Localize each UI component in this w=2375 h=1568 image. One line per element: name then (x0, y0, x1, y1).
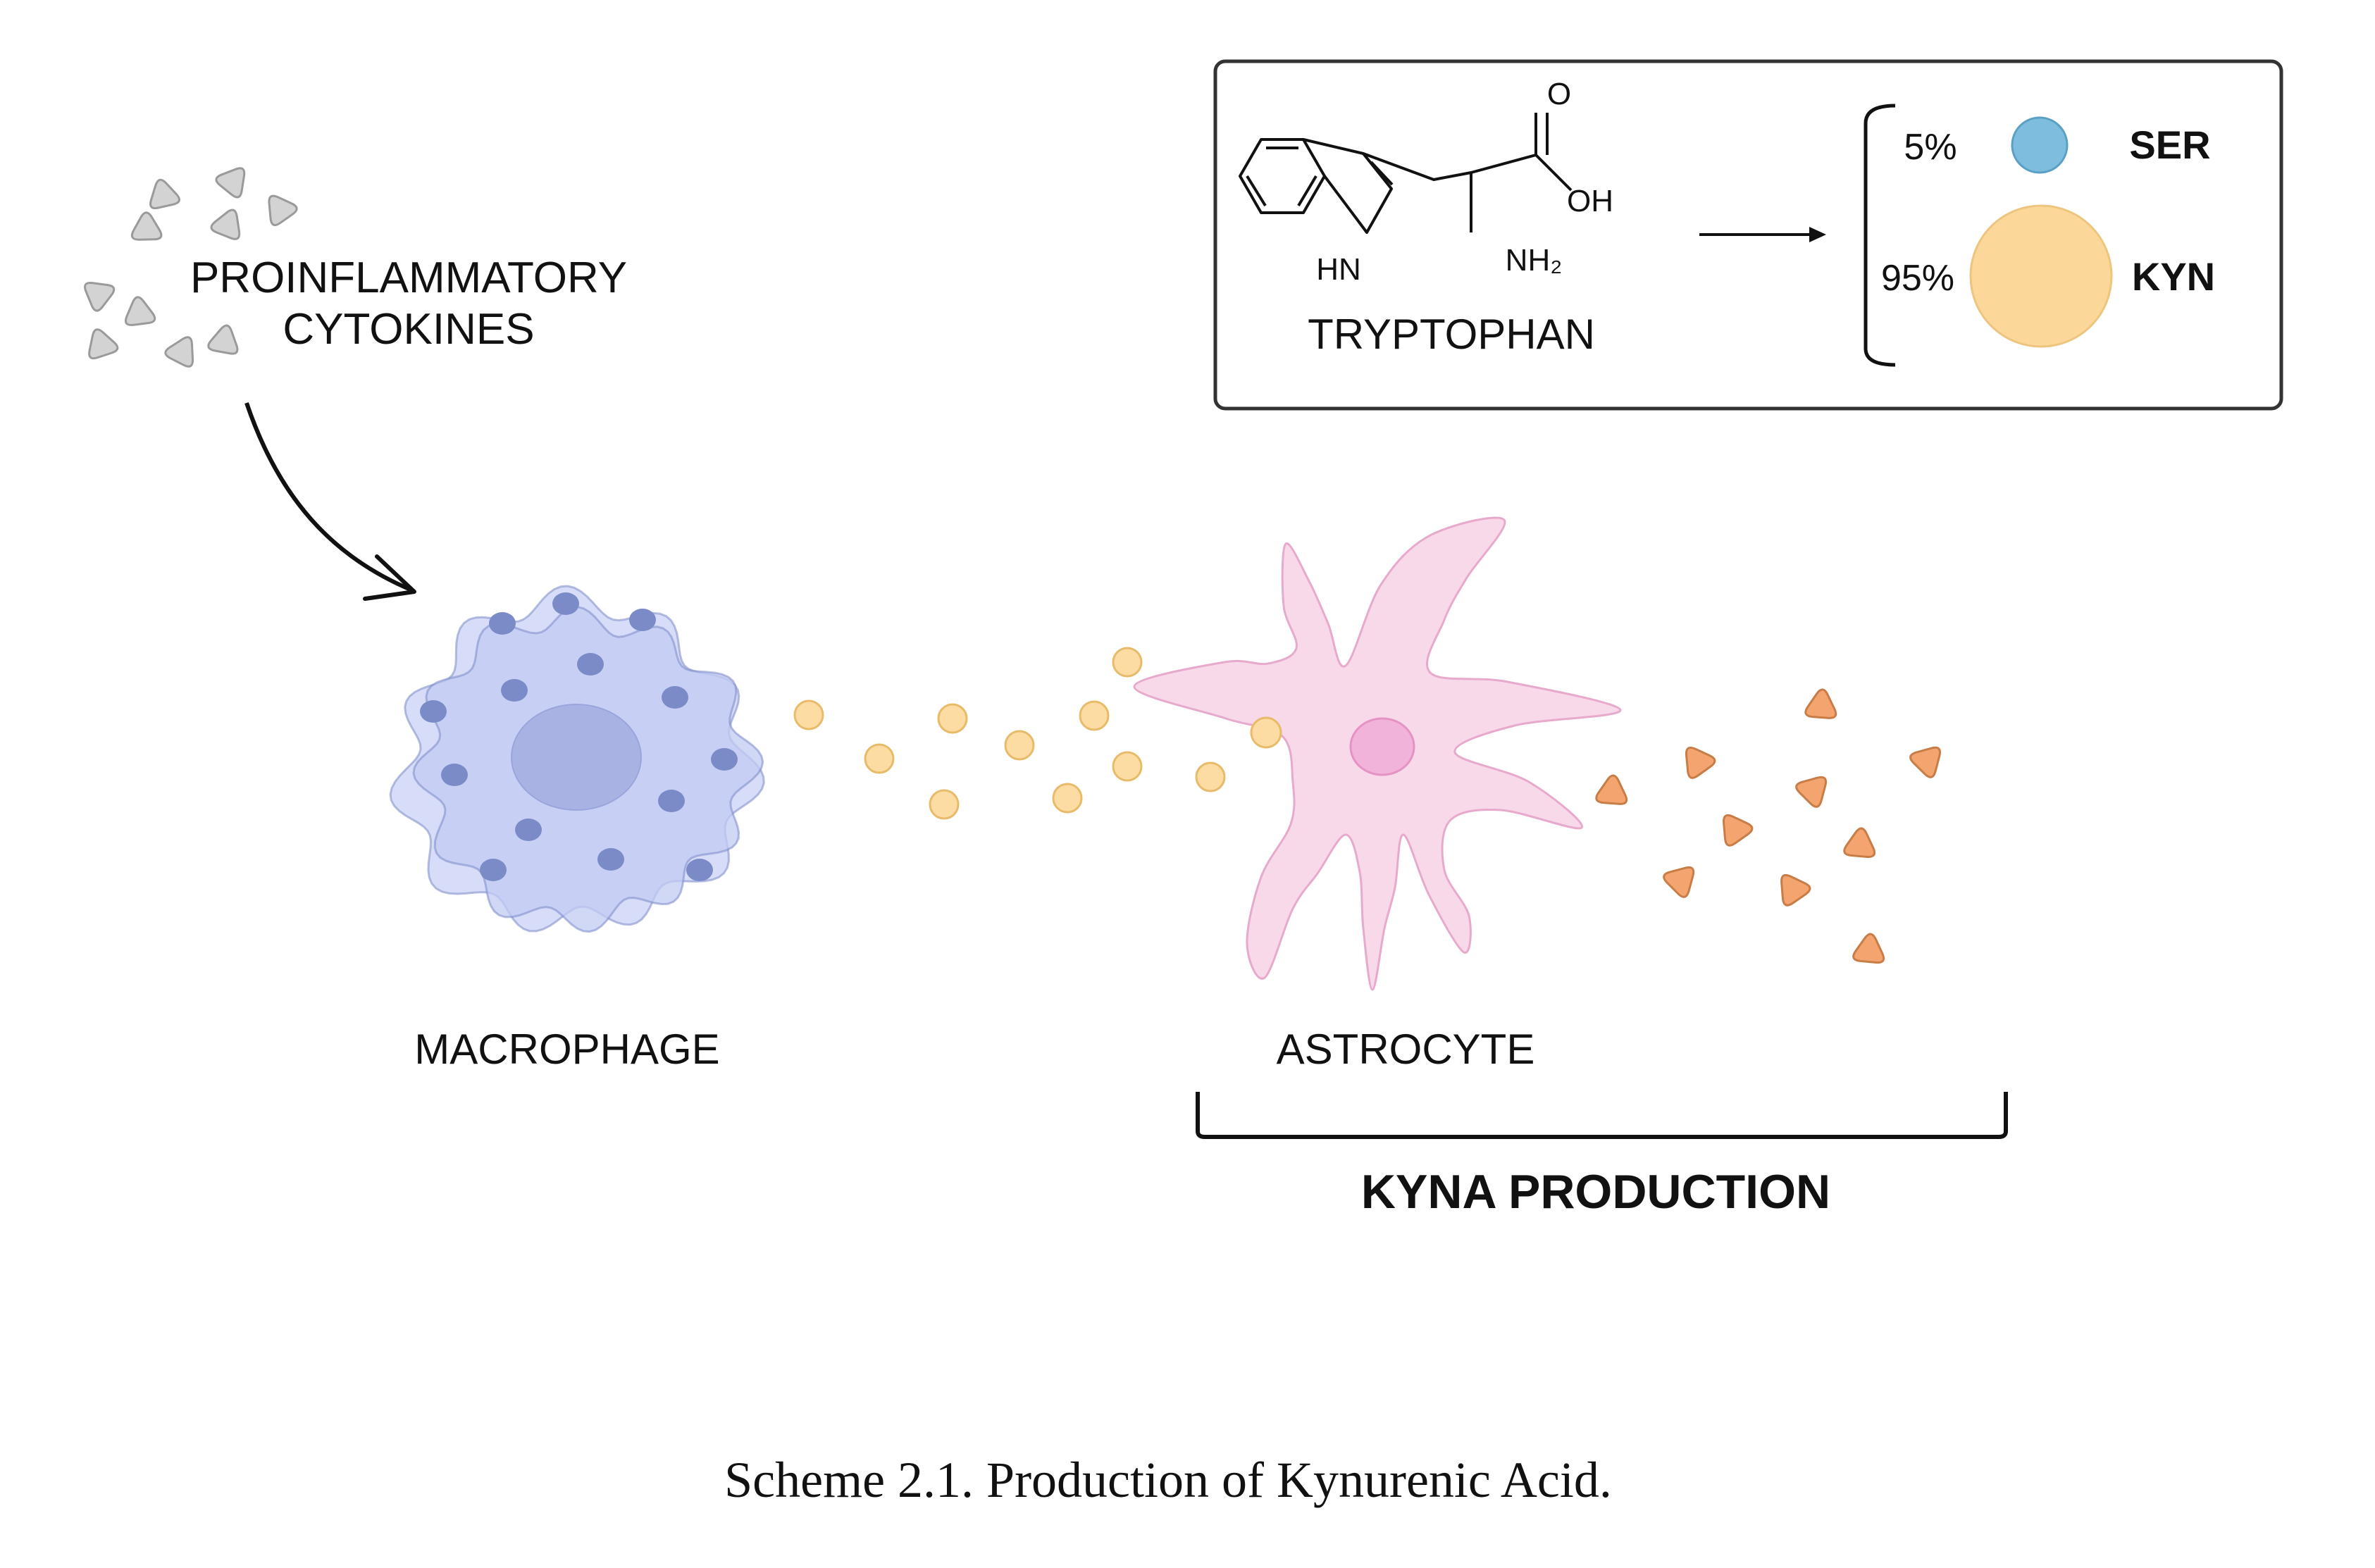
ser-percent: 5% (1904, 127, 1957, 168)
ser-name: SER (2129, 123, 2210, 167)
macrophage-granule (629, 609, 656, 631)
cytokine-particle (268, 194, 298, 227)
scheme-caption: Scheme 2.1. Production of Kynurenic Acid… (724, 1452, 1612, 1508)
cytokines-to-macrophage-arrowhead (363, 554, 416, 601)
cytokines-to-macrophage-arrow (244, 402, 414, 592)
astrocyte-cell (1133, 516, 1622, 991)
kyna-particle (1780, 873, 1811, 907)
macrophage-granule (597, 848, 624, 871)
atom-o: O (1547, 77, 1571, 111)
atom-nh2: NH₂ (1506, 243, 1563, 278)
kyna-particle (1909, 746, 1941, 778)
kyn-percent: 95% (1881, 258, 1954, 299)
cytokine-particle (88, 328, 119, 360)
kyna-production-label: KYNA PRODUCTION (1361, 1165, 1830, 1219)
macrophage-label: MACROPHAGE (414, 1026, 719, 1073)
cytokine-particle (207, 324, 239, 355)
kyna-particle (1852, 933, 1885, 964)
macrophage-nucleus (511, 704, 642, 811)
kyn-particle (864, 743, 895, 774)
reaction-arrowhead (1809, 227, 1826, 242)
cytokine-particle (164, 336, 194, 368)
kyna-production-bracket (1196, 1092, 2008, 1139)
kyn-particle (1052, 783, 1083, 814)
kyna-particle (1804, 688, 1837, 719)
kyna-particles (1595, 688, 1941, 964)
cytokine-particle (215, 167, 246, 199)
macrophage-granule (577, 653, 604, 676)
kyna-particle (1685, 746, 1716, 779)
cytokine-cluster (84, 167, 298, 368)
cytokine-particle (210, 209, 241, 240)
cytokine-particle (130, 211, 163, 241)
kyn-particle (929, 789, 960, 820)
kyn-particle (1112, 751, 1143, 782)
macrophage-granule (515, 819, 542, 841)
macrophage-granules (420, 592, 738, 881)
macrophage-cell (389, 585, 765, 933)
cytokine-particle (84, 282, 116, 312)
kyna-particle (1843, 827, 1876, 858)
kyna-particle (1723, 814, 1754, 847)
kyn-particles (793, 647, 1226, 820)
atom-hn: HN (1316, 252, 1361, 287)
macrophage-granule (489, 612, 516, 635)
macrophage-granule (662, 686, 688, 709)
kyn-name: KYN (2132, 254, 2215, 299)
ser-circle (2011, 116, 2069, 174)
kyna-particle (1595, 774, 1628, 805)
atom-oh: OH (1567, 184, 1613, 218)
kyn-particle (1195, 761, 1226, 792)
cytokine-particle (149, 178, 180, 209)
macrophage-granule (480, 859, 507, 881)
kyn-particle-entering-astrocyte (1250, 716, 1282, 749)
kyn-particle (1079, 700, 1110, 731)
tryptophan-structure (1239, 113, 1573, 234)
macrophage-granule (658, 790, 685, 812)
macrophage-granule (441, 764, 468, 786)
macrophage-granule (711, 748, 738, 771)
macrophage-granule (552, 592, 579, 615)
macrophage-granule (501, 679, 528, 702)
macrophage-granule (686, 859, 713, 881)
kyn-circle (1969, 204, 2113, 348)
cytokine-particle (124, 296, 156, 326)
kyn-particle (1004, 730, 1035, 761)
kyn-particle (793, 699, 824, 730)
macrophage-granule (420, 700, 447, 723)
kyn-particle (1112, 647, 1143, 678)
tryptophan-label: TRYPTOPHAN (1308, 311, 1595, 358)
kyna-particle (1795, 776, 1828, 808)
tryptophan-panel: O OH NH₂ HN TRYPTOPHAN 5% SER 95% KYN (1213, 59, 2283, 411)
products-bracket (1864, 104, 1896, 367)
cytokines-label-line1: PROINFLAMMATORY (190, 254, 627, 302)
kyna-particle (1663, 866, 1695, 898)
cytokines-label-line2: CYTOKINES (283, 305, 534, 354)
astrocyte-label: ASTROCYTE (1277, 1026, 1535, 1073)
kyn-particle (937, 703, 968, 734)
astrocyte-nucleus (1349, 717, 1415, 776)
